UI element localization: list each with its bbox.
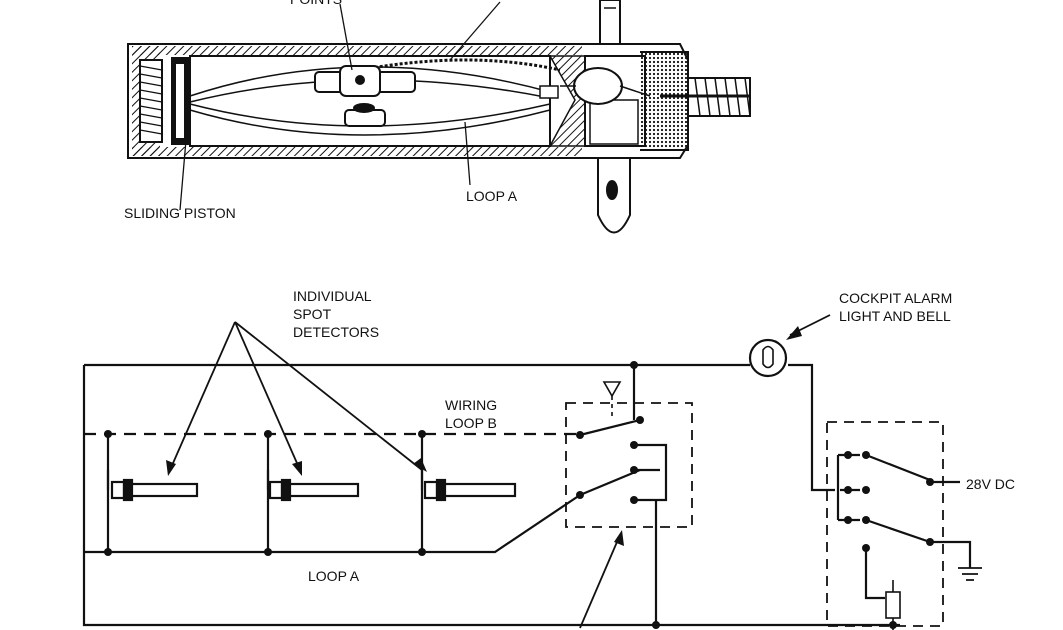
cockpit-alarm-light — [748, 338, 788, 378]
wiring-loop-b-label: WIRING LOOP B — [445, 397, 498, 431]
test-relay-box — [565, 402, 693, 528]
wiring-schematic — [82, 314, 982, 630]
mounting-flange — [599, 0, 621, 45]
loop-b-top-rail — [84, 363, 835, 492]
sliding-piston-label: SLIDING PISTON — [124, 205, 236, 221]
loop-a-wire — [84, 494, 581, 554]
alarm-relay-box — [826, 421, 944, 627]
detector-cross-section — [127, 0, 751, 234]
cockpit-alarm-label: COCKPIT ALARM LIGHT AND BELL — [839, 290, 953, 324]
spot-detector-1 — [110, 478, 199, 502]
loop-a-bottom-label: LOOP A — [308, 568, 360, 584]
spot-detector-3 — [423, 478, 517, 502]
power-supply-label: 28V DC — [966, 476, 1016, 492]
spot-detector-2 — [268, 478, 360, 502]
junction-dots — [104, 361, 897, 629]
individual-spot-detectors-label: INDIVIDUAL SPOT DETECTORS — [293, 288, 380, 340]
points-label: POINTS — [290, 0, 342, 8]
loop-a-top-label: LOOP A — [466, 188, 518, 204]
